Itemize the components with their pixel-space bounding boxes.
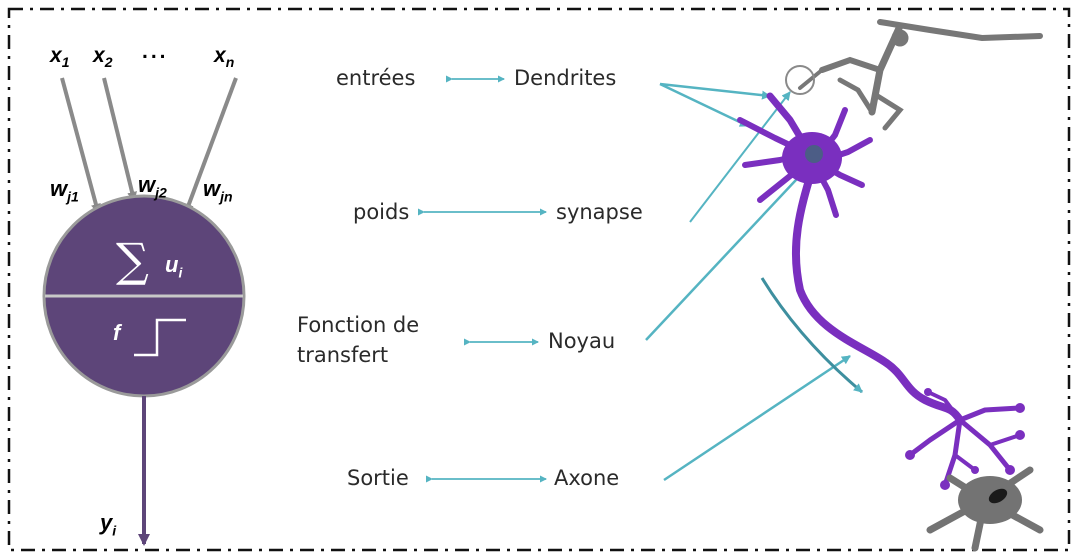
sum-variable: ui [165,252,182,280]
weight-wj1-label: wj1 [50,176,79,204]
label-sortie: Sortie [347,466,409,490]
biological-neuron [740,96,1020,485]
label-axone: Axone [554,466,619,490]
gray-neuron-top [800,22,1040,128]
label-dendrites: Dendrites [514,66,616,90]
input-x1-label: x1 [50,44,69,70]
label-poids: poids [353,200,409,224]
label-synapse: synapse [556,200,643,224]
label-noyau: Noyau [548,329,615,353]
label-fonction-de: Fonction de [297,313,419,337]
input-x2-label: x2 [93,44,112,70]
signal-direction-arrow [762,278,862,392]
input-ellipsis: ... [142,40,169,64]
pointer-dendrites-1 [660,84,748,126]
pointer-axone [664,356,850,480]
weight-wjn-label: wjn [203,176,233,204]
label-entrees: entrées [336,66,415,90]
input-xn-label: xn [214,44,234,70]
pointer-dendrites-2 [660,84,770,96]
weight-wj2-label: wj2 [138,172,167,200]
sum-icon: ∑ [116,236,149,284]
label-transfert: transfert [297,343,388,367]
output-yi-label: yi [100,510,116,538]
neuron-nucleus [805,145,823,163]
activation-f-label: f [113,320,120,346]
input-arrow-2 [104,78,134,200]
